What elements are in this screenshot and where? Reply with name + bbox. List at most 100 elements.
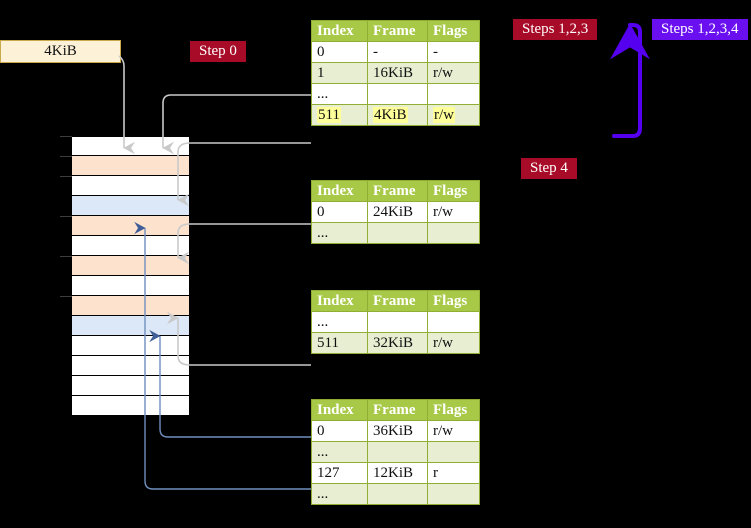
table-row: ... [311, 483, 480, 505]
column-header-flags: Flags [427, 290, 480, 312]
table-cell: 1 [311, 62, 368, 84]
label-steps-1-2-3: Steps 1,2,3 [513, 19, 598, 40]
table-cell: 12KiB [367, 462, 428, 484]
table-cell [427, 83, 480, 105]
memory-frame-row [71, 256, 190, 276]
memory-frame-row [71, 316, 190, 336]
memory-row-tick [60, 176, 72, 177]
memory-row-tick [60, 136, 72, 137]
table-cell: r/w [427, 201, 480, 223]
table-cell: 0 [311, 201, 368, 223]
arrow-steps-feedback [610, 23, 650, 138]
column-header-flags: Flags [427, 180, 480, 202]
frame-size-box: 4KiB [0, 40, 121, 63]
table-cell: ... [311, 311, 368, 333]
table-cell: ... [311, 483, 368, 505]
table-row: ... [311, 311, 480, 333]
table-cell: 511 [311, 332, 368, 354]
memory-frame-row [71, 176, 190, 196]
table-cell: r/w [427, 104, 480, 126]
table-row: ... [311, 222, 480, 244]
connector-frame-to-memory [118, 55, 136, 155]
table-cell: 0 [311, 420, 368, 442]
memory-column [71, 136, 190, 416]
table-cell [427, 483, 480, 505]
memory-row-tick [60, 156, 72, 157]
column-header-frame: Frame [367, 399, 428, 421]
table-cell: 36KiB [367, 420, 428, 442]
table-cell: 16KiB [367, 62, 428, 84]
memory-frame-row [71, 156, 190, 176]
memory-frame-row [71, 376, 190, 396]
connector-table1-row511 [177, 142, 311, 207]
highlighted-value: 511 [317, 106, 341, 123]
column-header-flags: Flags [427, 399, 480, 421]
memory-frame-row [71, 276, 190, 296]
column-header-frame: Frame [367, 290, 428, 312]
table-cell [427, 311, 480, 333]
table-cell [427, 222, 480, 244]
table-cell: 511 [311, 104, 368, 126]
memory-row-tick [60, 296, 72, 297]
table-cell: 24KiB [367, 201, 428, 223]
table-cell: ... [311, 441, 368, 463]
table-cell: r/w [427, 62, 480, 84]
table-row: ... [311, 83, 480, 105]
column-header-index: Index [311, 20, 368, 42]
table-row: ... [311, 441, 480, 463]
column-header-frame: Frame [367, 180, 428, 202]
column-header-index: Index [311, 290, 368, 312]
column-header-index: Index [311, 180, 368, 202]
table-cell: ... [311, 83, 368, 105]
table-cell [367, 222, 428, 244]
label-steps-1-2-3-4: Steps 1,2,3,4 [652, 19, 748, 40]
label-step-4: Step 4 [521, 158, 577, 179]
memory-frame-row [71, 336, 190, 356]
table-cell: r [427, 462, 480, 484]
memory-frame-row [71, 296, 190, 316]
column-header-index: Index [311, 399, 368, 421]
table-cell [367, 483, 428, 505]
memory-frame-row [71, 136, 190, 156]
memory-row-tick [60, 216, 72, 217]
table-cell: 0 [311, 41, 368, 63]
memory-row-tick [60, 256, 72, 257]
memory-frame-row [71, 196, 190, 216]
highlighted-value: 4KiB [373, 106, 408, 123]
table-cell [367, 83, 428, 105]
table-row: 511 4KiB r/w [311, 104, 480, 126]
column-header-frame: Frame [367, 20, 428, 42]
table-cell: 4KiB [367, 104, 428, 126]
memory-frame-row [71, 356, 190, 376]
table-row: 0-- [311, 41, 480, 63]
column-header-flags: Flags [427, 20, 480, 42]
memory-frame-row [71, 396, 190, 416]
memory-frame-row [71, 216, 190, 236]
table-cell: r/w [427, 332, 480, 354]
connector-table2-row0 [177, 223, 311, 265]
table-cell [427, 441, 480, 463]
table-cell [367, 441, 428, 463]
table-cell: ... [311, 222, 368, 244]
table-cell [367, 311, 428, 333]
table-cell: 32KiB [367, 332, 428, 354]
highlighted-value: r/w [433, 106, 455, 123]
connector-table3-row511 [166, 311, 311, 366]
label-step-0: Step 0 [190, 41, 246, 62]
table-cell: - [427, 41, 480, 63]
memory-frame-row [71, 236, 190, 256]
table-cell: r/w [427, 420, 480, 442]
